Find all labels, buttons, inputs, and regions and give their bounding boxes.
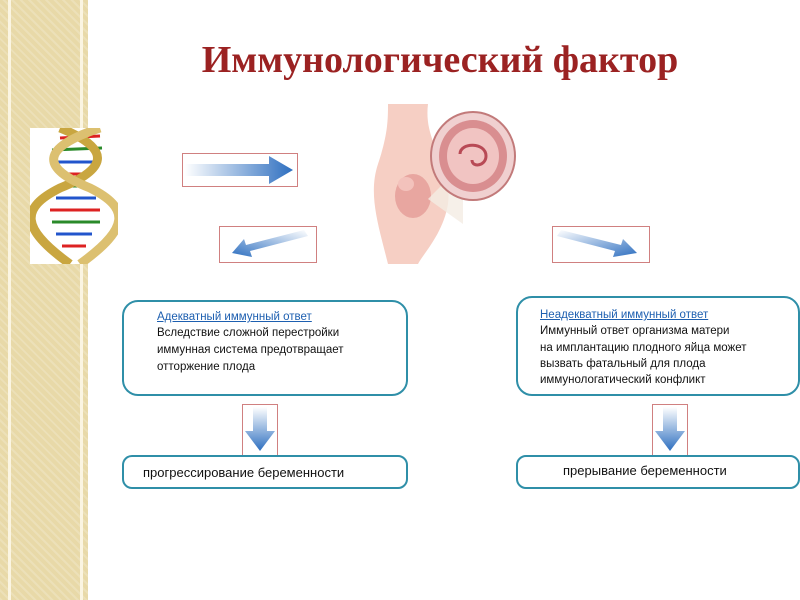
pregnancy-termination-label: прерывание беременности [563,463,727,478]
inadequate-response-text: иммунологатический конфликт [540,374,706,386]
arrow-right [182,153,298,187]
inadequate-response-text: Иммунный ответ организма матери [540,325,730,337]
side-strip-line [80,0,83,600]
decorative-side-strip [0,0,88,600]
arrow-down [652,404,688,456]
inadequate-response-heading: Неадекватный иммунный ответ [540,309,709,321]
arrow-down-right [552,226,650,263]
pregnancy-progression-box [122,455,408,489]
adequate-response-text: иммунная система предотвращает [157,344,344,356]
arrow-down-left [219,226,317,263]
side-strip-line [8,0,11,600]
adequate-response-heading: Адекватный иммунный ответ [157,311,312,323]
uterus-icon [368,104,518,264]
inadequate-response-box [516,296,800,396]
adequate-response-text: отторжение плода [157,361,256,373]
arrow-down [242,404,278,456]
adequate-response-text: Вследствие сложной перестройки [157,327,340,339]
adequate-response-box [122,300,408,396]
pregnancy-termination-box [516,455,800,489]
page-title: Иммунологический фактор [201,39,679,81]
inadequate-response-text: на имплантацию плодного яйца может [540,342,747,354]
dna-icon [26,123,124,268]
inadequate-response-text: вызвать фатальный для плода [540,358,706,370]
pregnancy-progression-label: прогрессирование беременности [143,465,345,480]
